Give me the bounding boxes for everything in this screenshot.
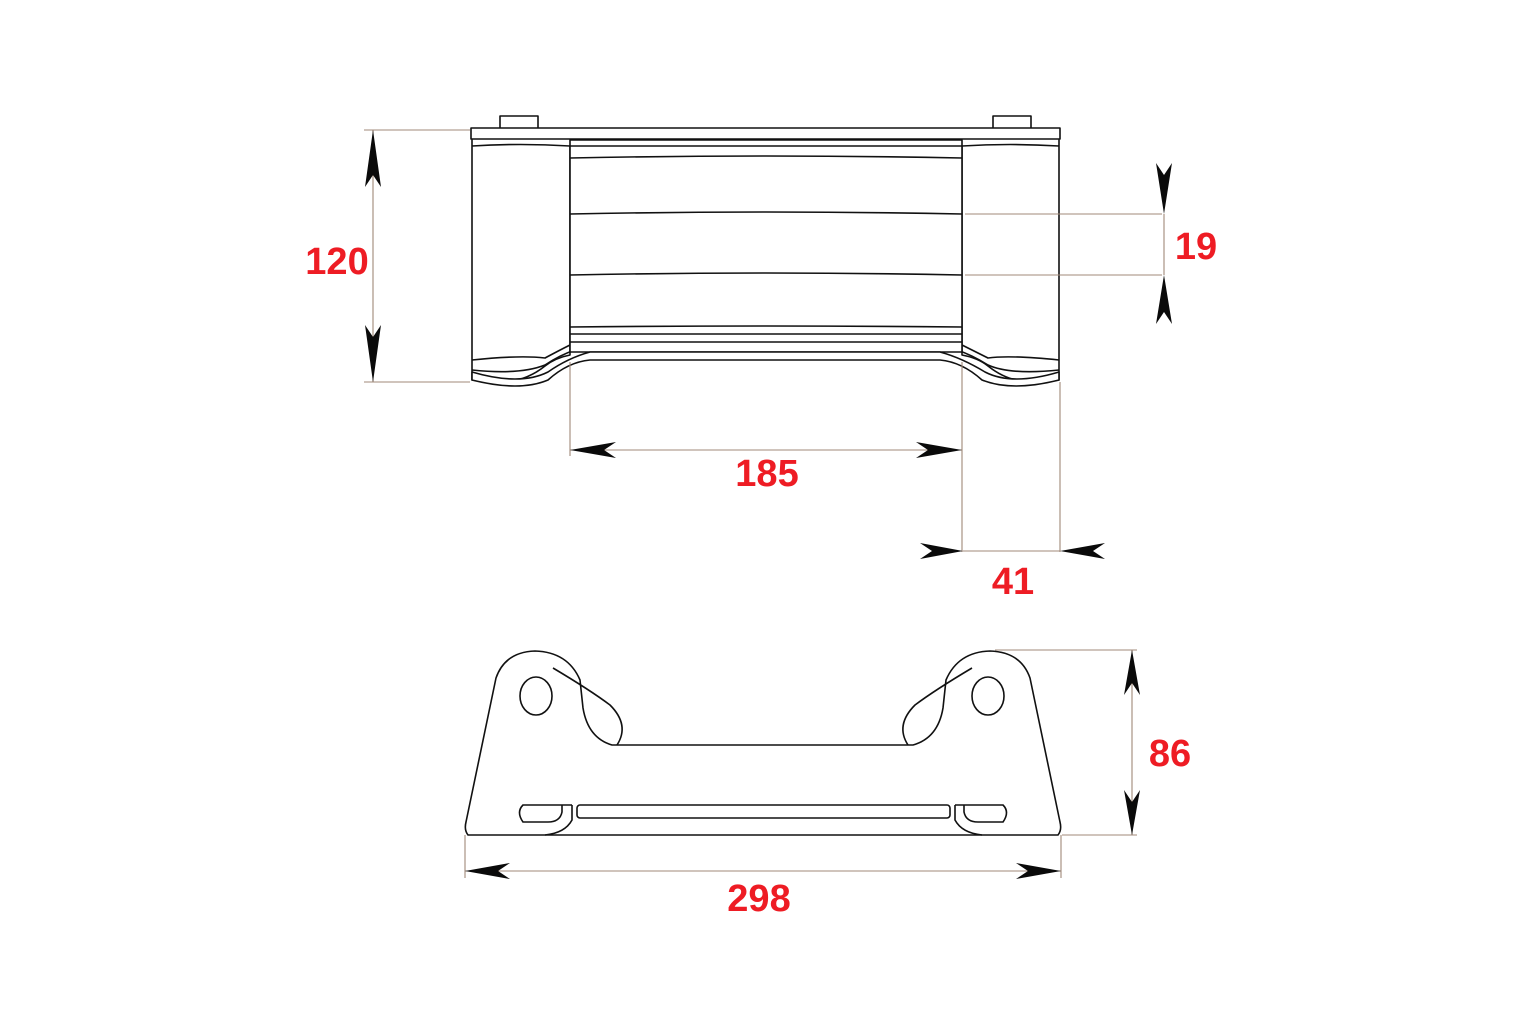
left-roller-edge — [471, 344, 571, 361]
left-mounting-hole — [519, 676, 553, 716]
left-roller-edge-2 — [471, 349, 576, 373]
arrow-up-icon — [365, 130, 381, 187]
cable-slot — [576, 804, 951, 819]
right-bolt-head — [992, 115, 1032, 130]
horizontal-rollers — [569, 139, 963, 353]
arrow-up-icon — [1124, 650, 1140, 695]
left-bolt-head — [499, 115, 539, 130]
roller-line — [569, 325, 963, 328]
dimension-86: 86 — [995, 649, 1191, 836]
right-roller-edge — [961, 344, 1060, 361]
dimension-41: 41 — [920, 382, 1105, 603]
dimension-120: 120 — [305, 129, 470, 383]
right-slot — [954, 804, 1008, 836]
right-lug-bend — [902, 667, 973, 746]
dimension-label-19: 19 — [1175, 226, 1217, 268]
roller-line — [569, 272, 963, 276]
arrow-left-icon — [1060, 543, 1105, 559]
dimension-label-86: 86 — [1149, 733, 1191, 775]
roller-line — [569, 211, 963, 215]
arrow-right-icon — [916, 442, 962, 458]
arrow-down-icon — [1156, 163, 1172, 214]
top-plate — [470, 127, 1061, 140]
arrow-down-icon — [1124, 790, 1140, 835]
right-roller-edge-2 — [956, 349, 1060, 373]
dimension-298: 298 — [464, 835, 1062, 920]
dimension-label-120: 120 — [305, 241, 368, 283]
dimension-label-41: 41 — [992, 561, 1034, 603]
right-vertical-roller — [961, 139, 1060, 383]
left-lug-bend — [552, 667, 623, 746]
plate-outline — [464, 650, 1062, 836]
right-mounting-hole — [971, 676, 1005, 716]
dimension-label-298: 298 — [727, 878, 790, 920]
left-slot — [518, 804, 573, 836]
arrow-down-icon — [365, 325, 381, 382]
arrow-up-icon — [1156, 275, 1172, 324]
arrow-right-icon — [920, 543, 963, 559]
bottom-base-curve — [471, 351, 1060, 387]
arrow-right-icon — [1016, 863, 1061, 879]
arrow-left-icon — [570, 442, 616, 458]
dimension-19: 19 — [965, 163, 1217, 324]
left-vertical-roller — [471, 139, 571, 383]
dimension-185: 185 — [569, 362, 963, 552]
dimension-label-185: 185 — [735, 453, 798, 495]
top-view-roller-fairlead — [470, 115, 1061, 387]
arrow-left-icon — [465, 863, 510, 879]
roller-line — [569, 155, 963, 159]
side-view-mounting-plate — [464, 650, 1062, 836]
